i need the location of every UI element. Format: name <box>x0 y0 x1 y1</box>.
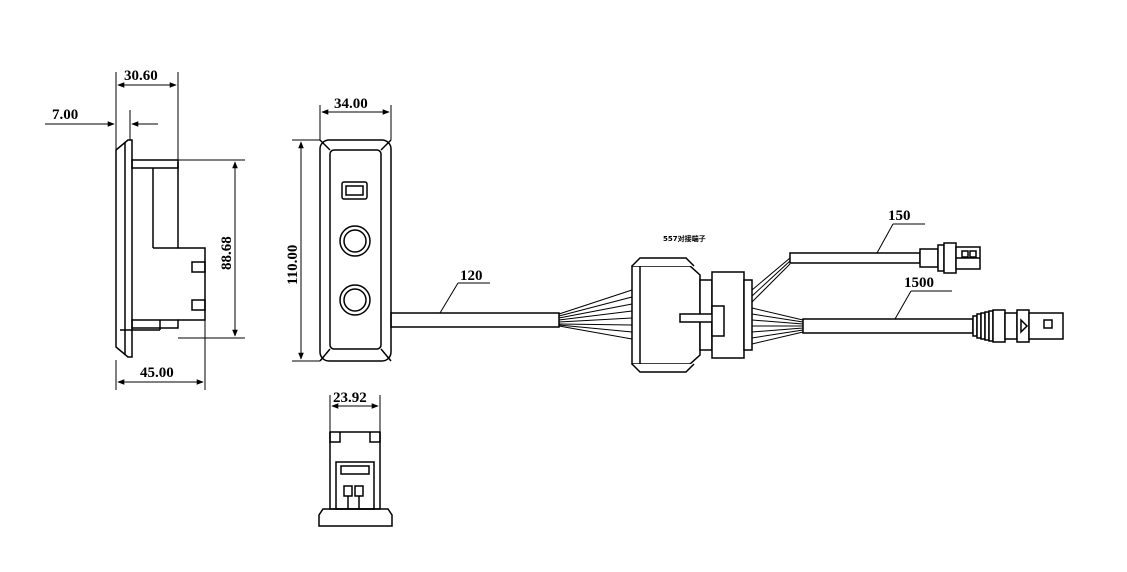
round-socket-icon <box>339 225 371 257</box>
short-branch-cable <box>789 252 921 264</box>
dim-bottom-width: 23.92 <box>333 390 367 406</box>
side-view <box>115 139 206 358</box>
small-plug-icon <box>919 242 981 274</box>
main-cable-label-leader <box>439 282 490 314</box>
bottom-dimension-lines <box>329 395 381 432</box>
fanout-wires-right <box>751 257 804 345</box>
main-cable <box>390 312 560 328</box>
long-branch-cable <box>802 318 974 334</box>
label-long-branch: 1500 <box>904 275 934 291</box>
label-short-branch: 150 <box>888 208 911 224</box>
usb-port-icon <box>341 181 368 200</box>
round-socket-icon <box>339 284 371 316</box>
dim-side-lip: 7.00 <box>52 107 78 123</box>
front-dimension-lines <box>292 105 392 362</box>
dim-side-height: 88.68 <box>219 236 235 270</box>
side-dimension-lines <box>45 72 245 390</box>
dim-side-depth: 30.60 <box>124 68 158 84</box>
short-branch-label-leader <box>876 223 925 254</box>
bottom-view <box>318 431 393 527</box>
front-view <box>319 139 392 362</box>
mating-connector <box>631 257 753 373</box>
dim-front-width: 34.00 <box>334 96 368 112</box>
round-plug-icon <box>972 309 1064 343</box>
dim-front-height: 110.00 <box>285 245 301 285</box>
label-main-cable: 120 <box>460 268 483 284</box>
dim-side-total: 45.00 <box>140 365 174 381</box>
connector-note: 557对接端子 <box>663 234 706 243</box>
fanout-wires-left <box>558 289 633 340</box>
long-branch-label-leader <box>894 290 952 320</box>
